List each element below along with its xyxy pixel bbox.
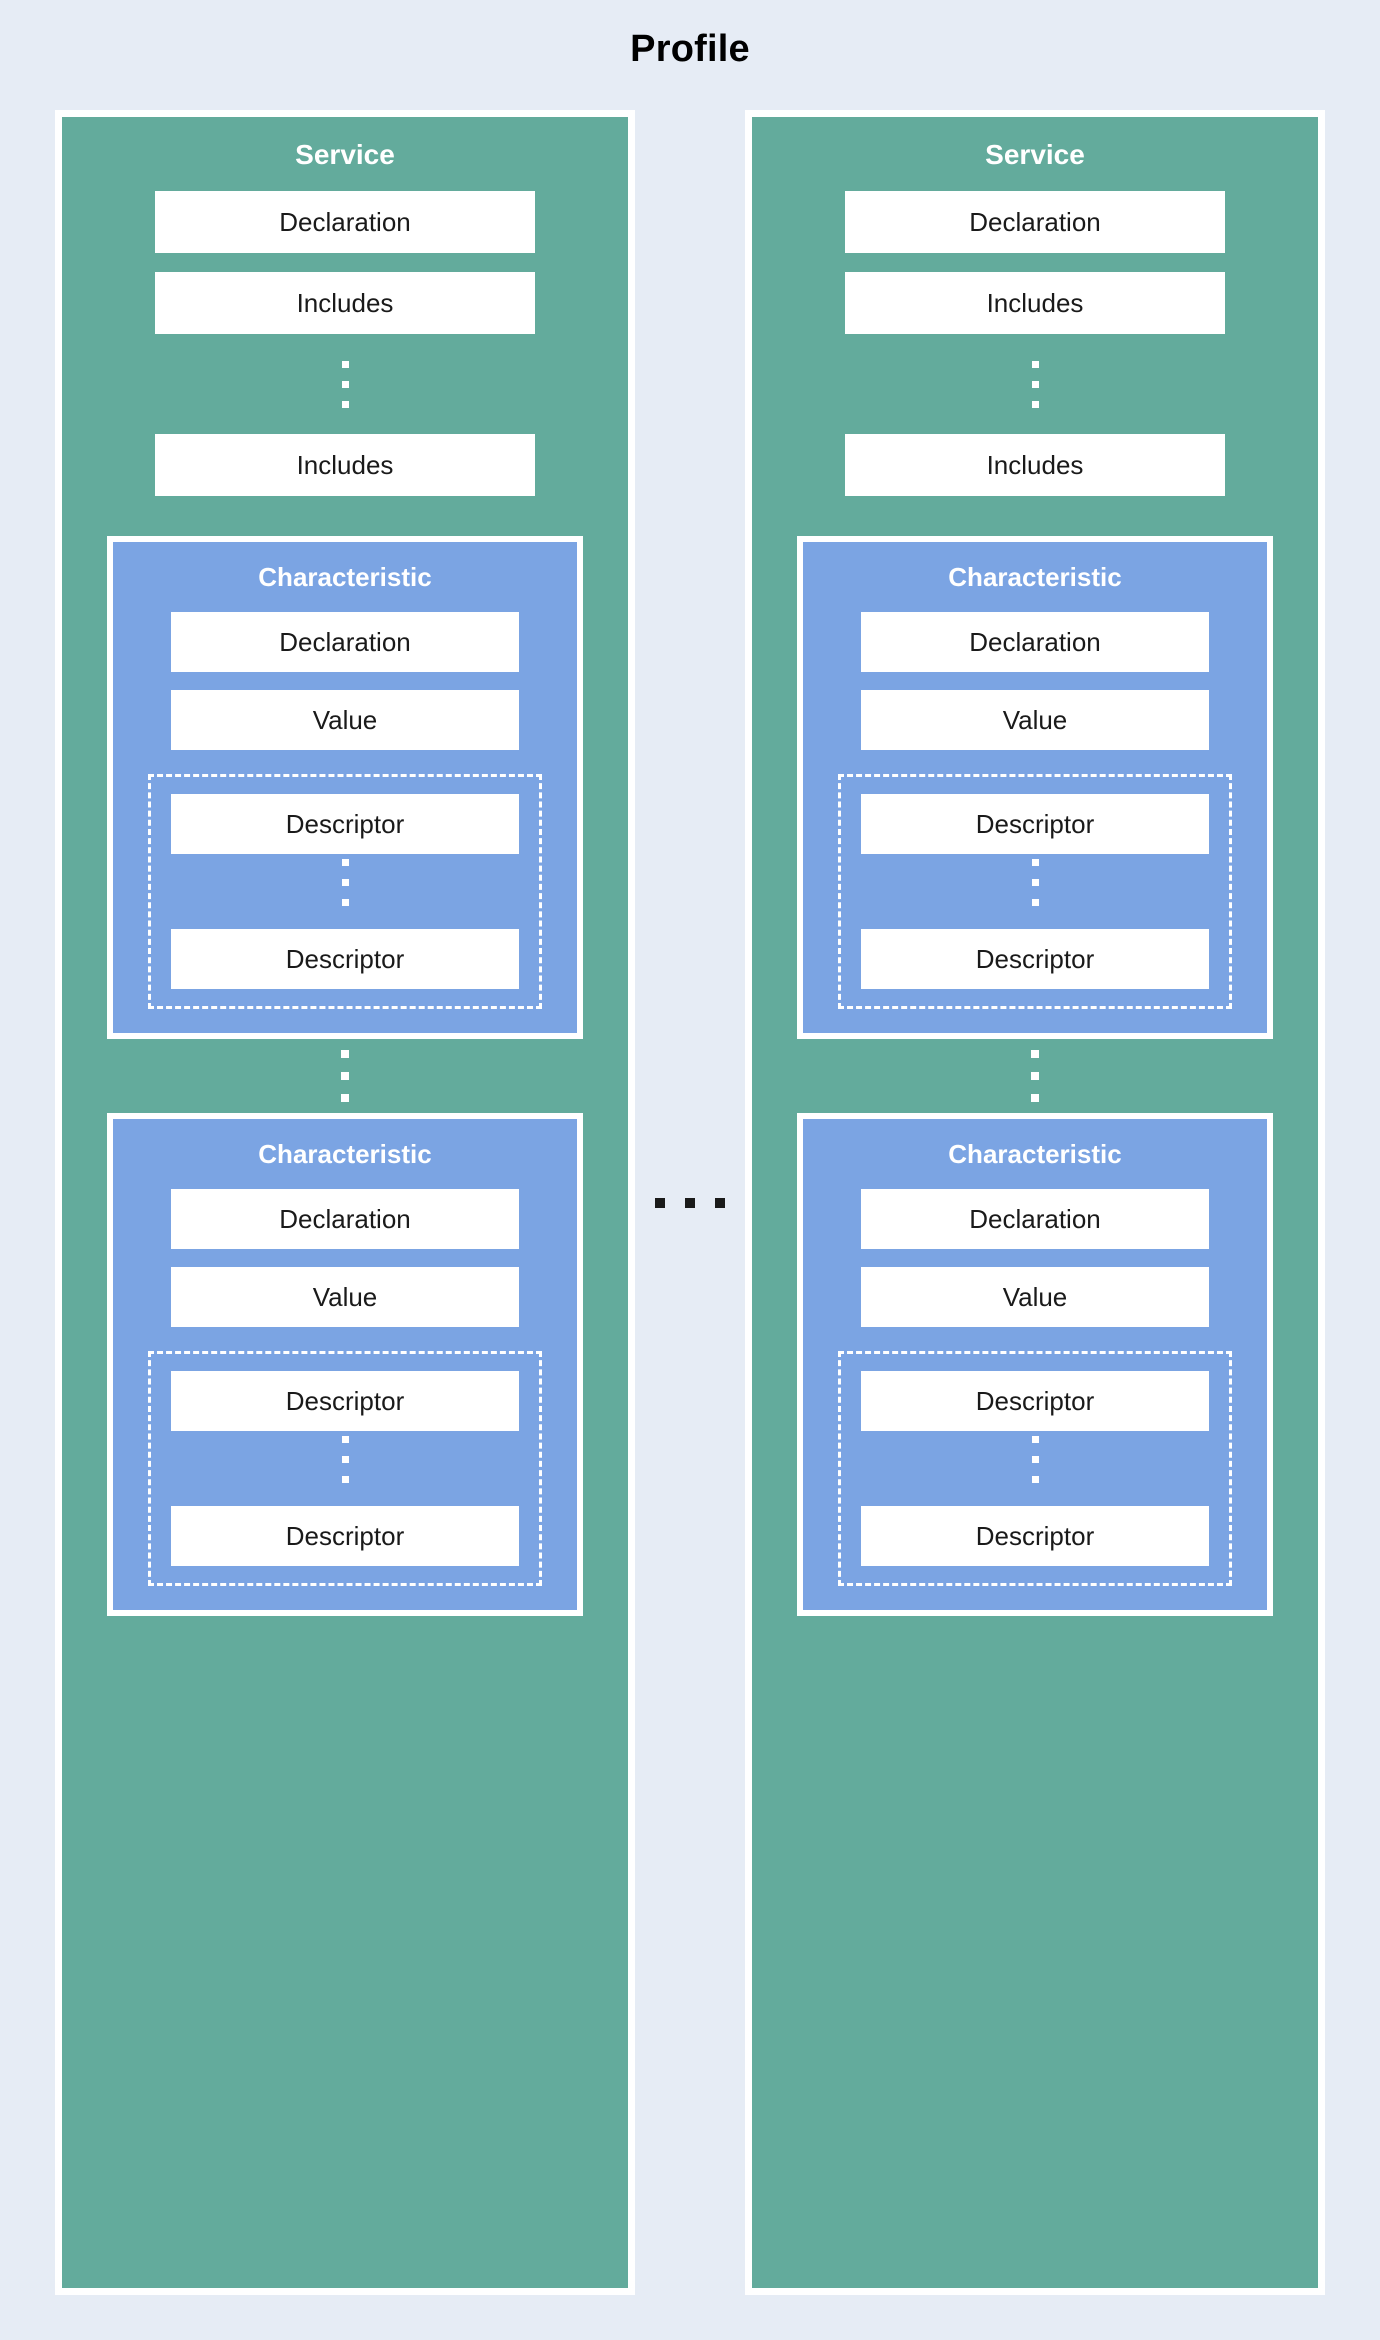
service-includes-box-last[interactable]: Includes [845,434,1225,496]
characteristic-declaration-box[interactable]: Declaration [861,612,1209,672]
ellipsis-dot [341,1435,349,1443]
characteristic-value-box[interactable]: Value [861,1267,1209,1327]
characteristic-value-box[interactable]: Value [171,1267,519,1327]
page-title: Profile [630,28,750,70]
ellipsis-dot [1031,858,1039,866]
ellipsis-dot [341,898,349,906]
ellipsis-dot [341,1050,349,1058]
ellipsis-dot [1031,1094,1039,1102]
ellipsis-dot [715,1197,725,1208]
descriptor-group: Descriptor Descriptor [148,1351,542,1586]
characteristic-declaration-box[interactable]: Declaration [171,612,519,672]
ellipsis-dot [341,400,349,408]
characteristic-panel-2[interactable]: Characteristic Declaration Value Descrip… [107,1113,583,1616]
service-includes-box-last[interactable]: Includes [155,434,535,496]
ellipsis-dot [341,380,349,388]
ellipsis-dot [341,1475,349,1483]
descriptor-group: Descriptor Descriptor [838,774,1232,1009]
characteristic-panel-2[interactable]: Characteristic Declaration Value Descrip… [797,1113,1273,1616]
descriptor-ellipsis [341,1431,349,1487]
characteristic-ellipsis [1031,1039,1039,1113]
ellipsis-dot [341,1094,349,1102]
descriptor-ellipsis [1031,854,1039,910]
characteristic-title: Characteristic [948,562,1122,592]
descriptor-group: Descriptor Descriptor [148,774,542,1009]
ellipsis-dot [1031,380,1039,388]
service-declaration-box[interactable]: Declaration [845,191,1225,253]
ellipsis-dot [341,1072,349,1080]
service-includes-ellipsis [1031,353,1039,415]
characteristic-value-box[interactable]: Value [171,690,519,750]
characteristic-title: Characteristic [948,1139,1122,1169]
services-horizontal-ellipsis [635,1197,745,1208]
ellipsis-dot [1031,1050,1039,1058]
characteristic-panel-1[interactable]: Characteristic Declaration Value Descrip… [797,536,1273,1039]
characteristic-ellipsis [341,1039,349,1113]
characteristic-panel-1[interactable]: Characteristic Declaration Value Descrip… [107,536,583,1039]
descriptor-ellipsis [341,854,349,910]
ellipsis-dot [1031,1435,1039,1443]
ellipsis-dot [655,1197,665,1208]
ellipsis-dot [1031,400,1039,408]
descriptor-ellipsis [1031,1431,1039,1487]
service-title: Service [985,139,1085,170]
descriptor-box-last[interactable]: Descriptor [861,929,1209,989]
ellipsis-dot [1031,878,1039,886]
ellipsis-dot [1031,898,1039,906]
service-declaration-box[interactable]: Declaration [155,191,535,253]
ellipsis-dot [1031,1455,1039,1463]
characteristic-title: Characteristic [258,1139,432,1169]
service-panel-1[interactable]: Service Declaration Includes Includes Ch… [55,110,635,2295]
characteristic-declaration-box[interactable]: Declaration [861,1189,1209,1249]
descriptor-box-first[interactable]: Descriptor [861,794,1209,854]
ellipsis-dot [341,858,349,866]
descriptor-box-first[interactable]: Descriptor [861,1371,1209,1431]
service-includes-ellipsis [341,353,349,415]
descriptor-box-first[interactable]: Descriptor [171,794,519,854]
ellipsis-dot [1031,1072,1039,1080]
ellipsis-dot [1031,1475,1039,1483]
ellipsis-dot [685,1197,695,1208]
ellipsis-dot [341,878,349,886]
characteristic-value-box[interactable]: Value [861,690,1209,750]
ellipsis-dot [1031,360,1039,368]
service-includes-box-first[interactable]: Includes [155,272,535,334]
service-includes-box-first[interactable]: Includes [845,272,1225,334]
descriptor-box-last[interactable]: Descriptor [861,1506,1209,1566]
characteristic-title: Characteristic [258,562,432,592]
service-panel-2[interactable]: Service Declaration Includes Includes Ch… [745,110,1325,2295]
characteristic-declaration-box[interactable]: Declaration [171,1189,519,1249]
service-columns: Service Declaration Includes Includes Ch… [55,110,1325,2295]
service-title: Service [295,139,395,170]
ellipsis-dot [341,360,349,368]
descriptor-box-first[interactable]: Descriptor [171,1371,519,1431]
descriptor-box-last[interactable]: Descriptor [171,929,519,989]
ellipsis-dot [341,1455,349,1463]
descriptor-group: Descriptor Descriptor [838,1351,1232,1586]
descriptor-box-last[interactable]: Descriptor [171,1506,519,1566]
